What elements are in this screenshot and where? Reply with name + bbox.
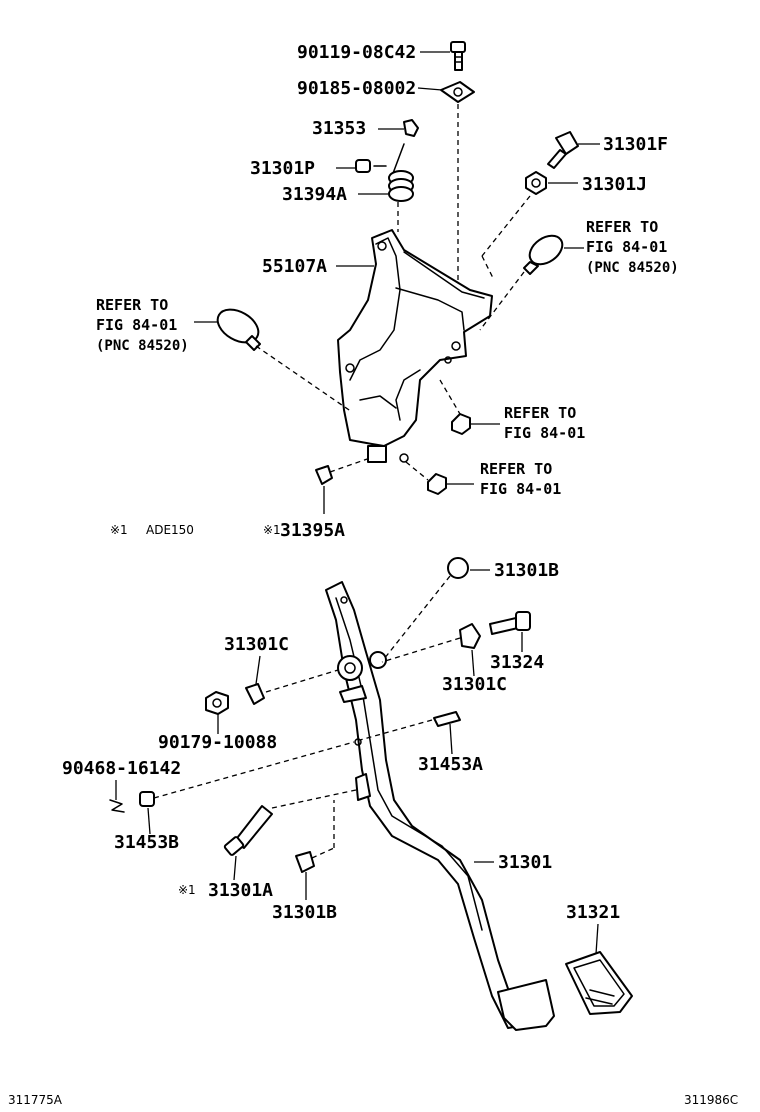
clip-31301B-bottom <box>295 851 315 873</box>
figure-code-left: 311775A <box>8 1093 63 1107</box>
label-31395A: 31395A <box>280 520 345 541</box>
spring-31394A <box>388 143 414 202</box>
rod-31301A <box>223 805 273 856</box>
label-refer-low-line2: FIG 84-01 <box>480 480 561 498</box>
label-31301P: 31301P <box>250 158 315 179</box>
label-55107A: 55107A <box>262 256 327 277</box>
label-refer-left-line2: FIG 84-01 <box>96 316 177 334</box>
label-31324: 31324 <box>490 652 544 673</box>
label-31301B-bottom: 31301B <box>272 902 337 923</box>
pedal-pad-base <box>497 979 555 1031</box>
note-mark-2: ※1 <box>263 523 281 537</box>
label-31301F: 31301F <box>603 134 668 155</box>
label-31301A: 31301A <box>208 880 273 901</box>
label-refer-right-line2: FIG 84-01 <box>586 238 667 256</box>
bushing-31453B <box>139 791 155 807</box>
bushing-31301P <box>355 159 387 173</box>
label-refer-mid-line1: REFER TO <box>504 404 576 422</box>
bolt-90119-08C42 <box>450 41 466 71</box>
bolt-31301F <box>547 131 579 169</box>
label-90468-16142: 90468-16142 <box>62 758 181 779</box>
clip-90468-16142 <box>109 799 125 813</box>
label-31353: 31353 <box>312 118 366 139</box>
pedal-pad-31321 <box>565 951 633 1015</box>
label-31301: 31301 <box>498 852 552 873</box>
note-text-ade150: ADE150 <box>146 523 194 537</box>
label-90185-08002: 90185-08002 <box>297 78 416 99</box>
label-31301J: 31301J <box>582 174 647 195</box>
label-31453B: 31453B <box>114 832 179 853</box>
label-refer-low-line1: REFER TO <box>480 460 552 478</box>
label-31321: 31321 <box>566 902 620 923</box>
bracket-55107A <box>337 229 493 463</box>
pin-cap-31301B-top <box>447 557 469 579</box>
clip-31395A <box>315 465 333 485</box>
label-refer-left-line1: REFER TO <box>96 296 168 314</box>
label-31301C-right: 31301C <box>442 674 507 695</box>
label-31301C-left: 31301C <box>224 634 289 655</box>
label-31301B-top: 31301B <box>494 560 559 581</box>
label-90179-10088: 90179-10088 <box>158 732 277 753</box>
nut-31301J <box>525 171 547 195</box>
label-31394A: 31394A <box>282 184 347 205</box>
nut-mid <box>451 413 471 435</box>
nut-plate-90185-08002 <box>440 81 475 103</box>
nut-90179-10088 <box>205 691 229 715</box>
label-90119-08C42: 90119-08C42 <box>297 42 416 63</box>
label-31453A: 31453A <box>418 754 483 775</box>
figure-code-right: 311986C <box>684 1093 738 1107</box>
clip-31353 <box>403 119 419 137</box>
bushing-31301C-left <box>245 683 265 705</box>
pin-31453A <box>433 711 461 727</box>
nut-low <box>427 473 447 495</box>
label-refer-mid-line2: FIG 84-01 <box>504 424 585 442</box>
note-mark-3: ※1 <box>178 883 196 897</box>
stop-lamp-switch-left <box>216 308 261 351</box>
note-mark-1: ※1 <box>110 523 128 537</box>
label-refer-right-line1: REFER TO <box>586 218 658 236</box>
label-refer-left-line3: (PNC 84520) <box>96 338 189 354</box>
bushing-31301C-right <box>459 623 481 649</box>
bolt-31324 <box>489 611 531 635</box>
pedal-arm-31301 <box>325 581 521 1029</box>
stop-lamp-switch-right <box>523 234 564 275</box>
label-refer-right-line3: (PNC 84520) <box>586 260 679 276</box>
